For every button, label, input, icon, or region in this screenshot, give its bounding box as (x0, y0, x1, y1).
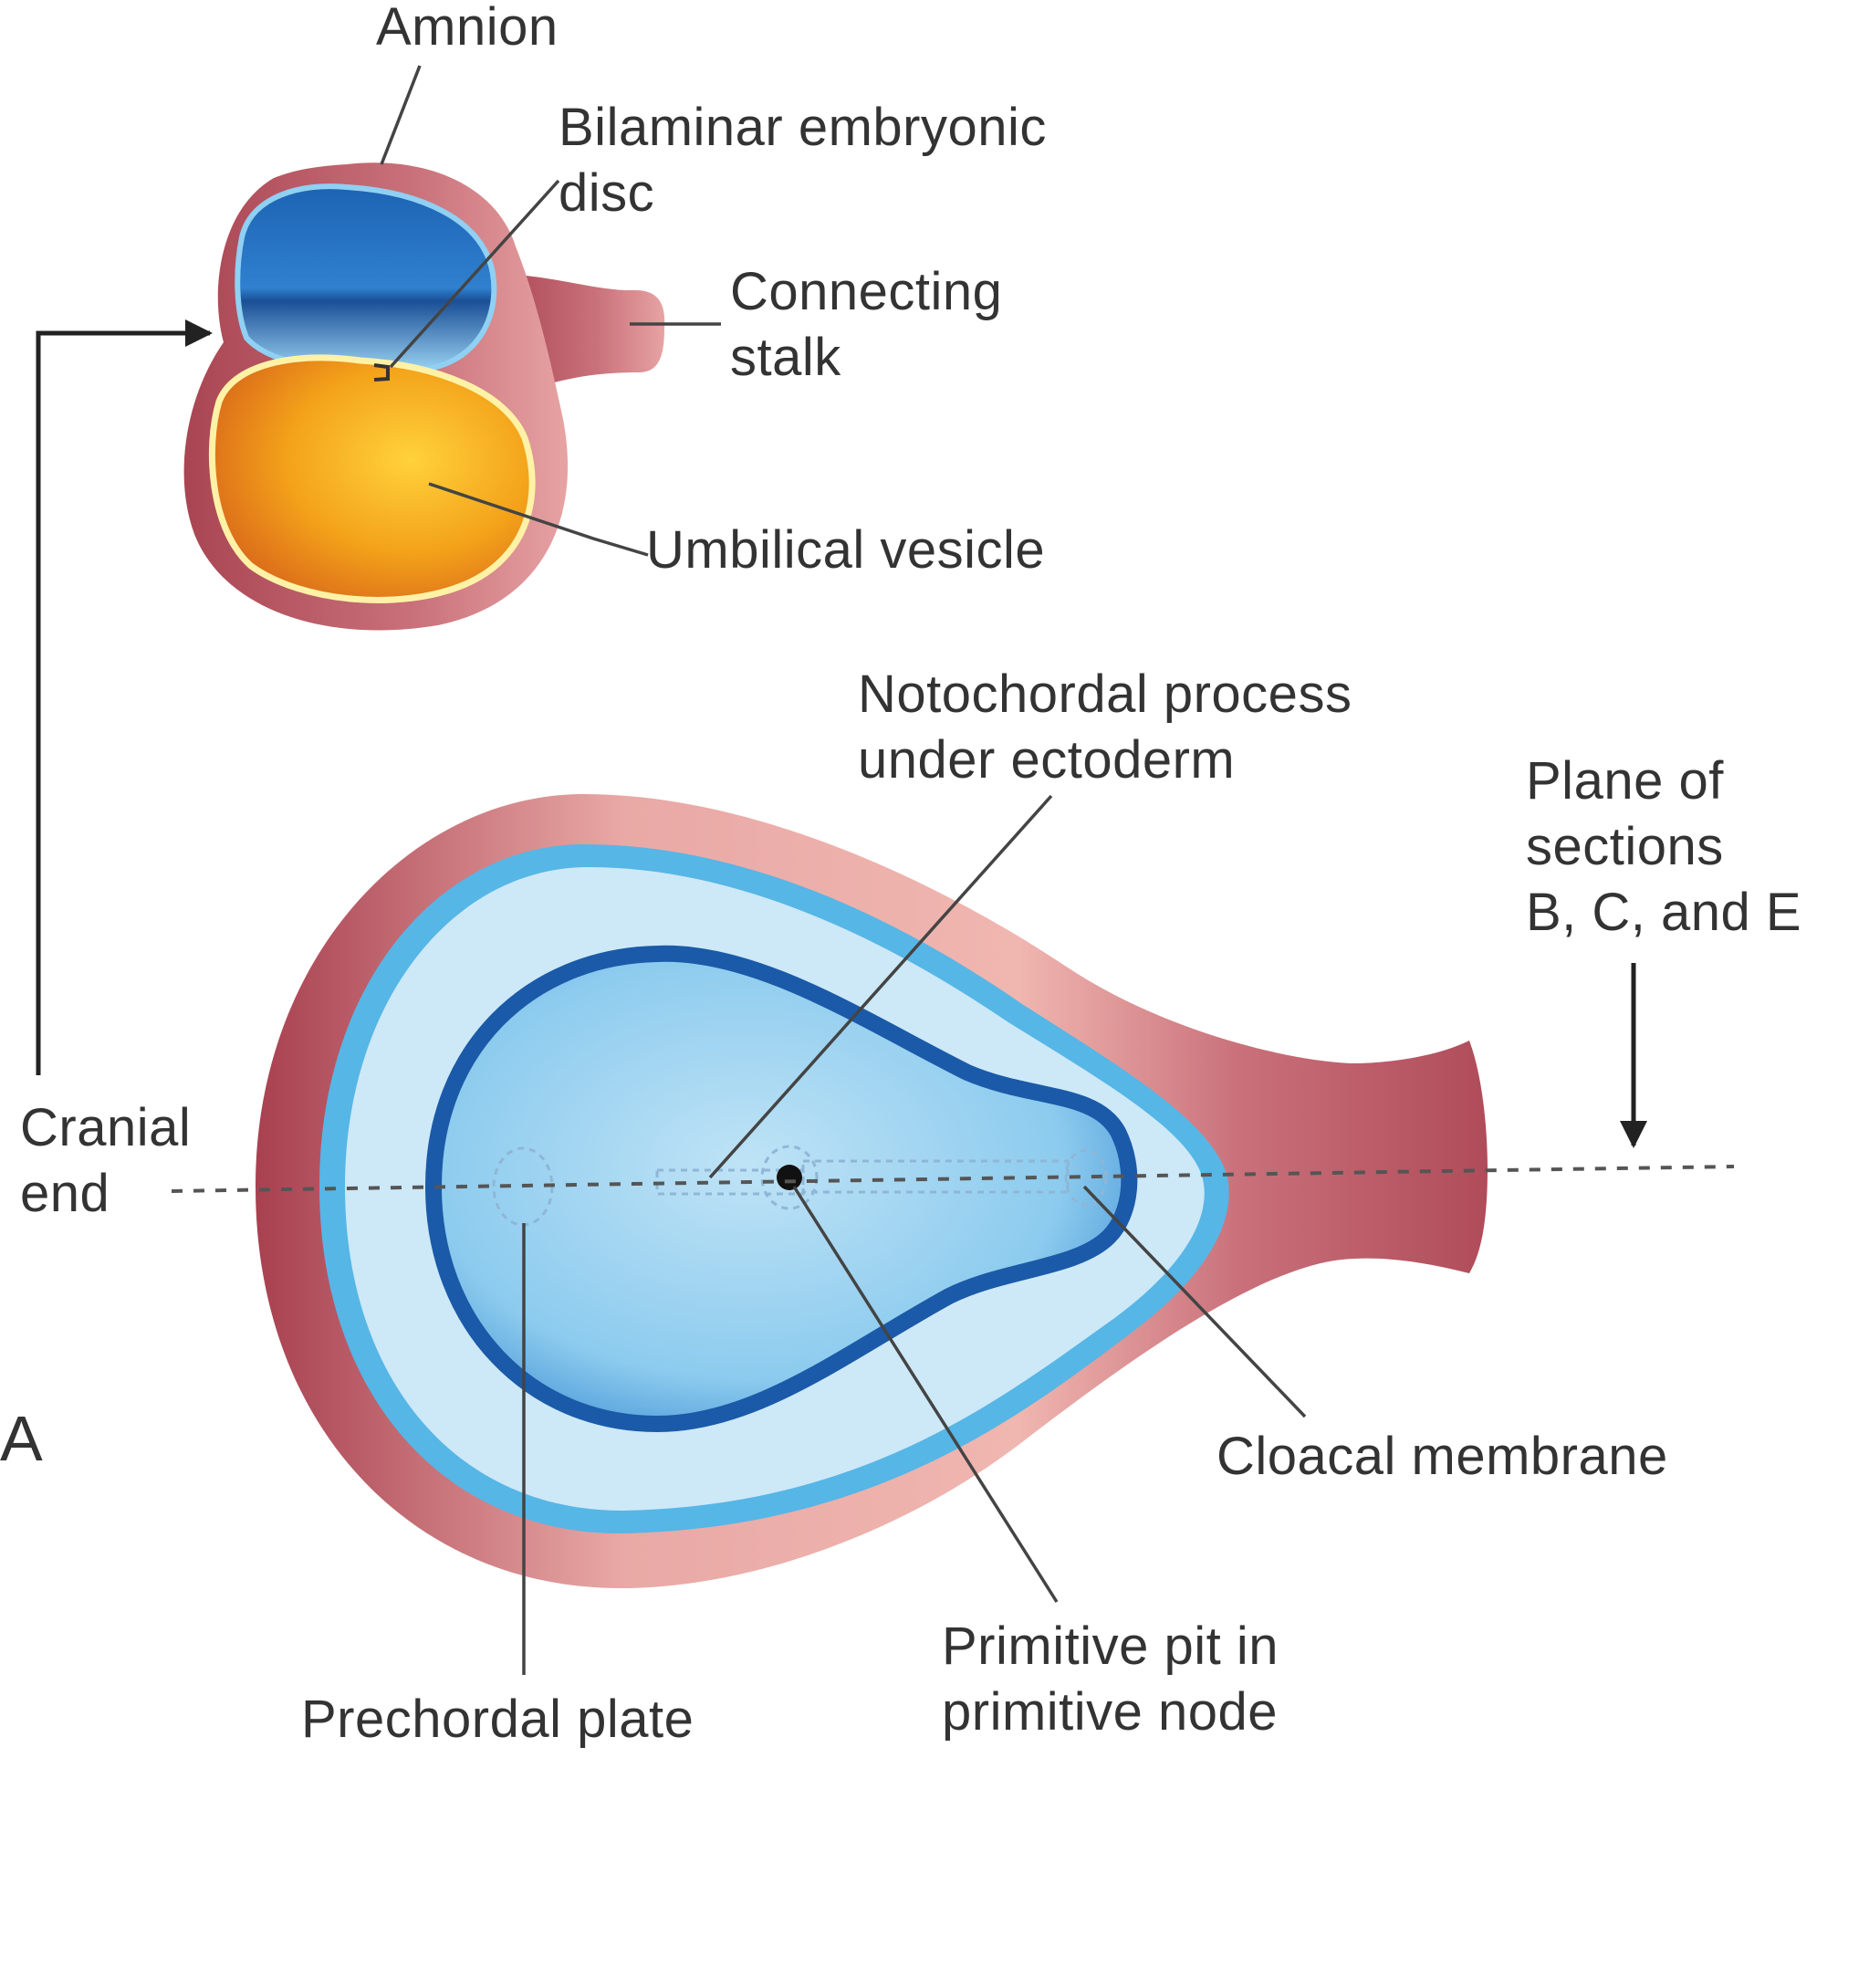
label-plane-line1: Plane of (1526, 751, 1724, 811)
label-cranial-line1: Cranial (20, 1098, 192, 1157)
label-amnion-text: Amnion (376, 0, 559, 57)
label-bilaminar-line1: Bilaminar embryonic (559, 98, 1047, 157)
leader-umbilical (428, 482, 649, 557)
primitive-node-shape (760, 1145, 819, 1210)
label-prechordal-plate: Prechordal plate (301, 1687, 694, 1753)
leader-bilaminar (389, 179, 560, 369)
panel-letter-text: A (0, 1403, 44, 1474)
label-cloacal-membrane: Cloacal membrane (1216, 1424, 1668, 1490)
leader-primitive (792, 1186, 1059, 1603)
label-umbilical-vesicle: Umbilical vesicle (646, 518, 1045, 583)
bilaminar-disc-marker (373, 363, 390, 382)
label-amnion: Amnion (376, 0, 559, 60)
label-plane-of-sections: Plane of sections B, C, and E (1526, 748, 1801, 946)
cranial-end-arrow (36, 319, 213, 1075)
label-bilaminar-disc: Bilaminar embryonic disc (559, 95, 1047, 226)
panel-letter: A (0, 1406, 43, 1471)
label-cranial-end: Cranial end (20, 1095, 191, 1227)
label-umbilical-text: Umbilical vesicle (646, 520, 1046, 580)
leader-notochordal (708, 794, 1053, 1179)
label-primitive-line1: Primitive pit in (942, 1617, 1279, 1676)
primitive-pit-dot (777, 1165, 802, 1190)
large-embryo-figure (256, 794, 1488, 1588)
label-prechordal-text: Prechordal plate (301, 1690, 694, 1749)
primitive-streak-shape (801, 1159, 1070, 1194)
label-notochordal-process: Notochordal process under ectoderm (858, 662, 1352, 793)
label-bilaminar-line2: disc (559, 163, 655, 223)
leader-amnion (380, 65, 422, 165)
cloacal-membrane-shape (1064, 1148, 1108, 1207)
embryonic-disc (424, 945, 1138, 1433)
umbilical-vesicle-shape (208, 354, 536, 603)
label-connecting-line1: Connecting (730, 262, 1003, 321)
label-connecting-stalk: Connecting stalk (730, 259, 1002, 391)
label-primitive-line2: primitive node (942, 1682, 1279, 1742)
small-embryo-figure (183, 162, 665, 631)
label-notochordal-line1: Notochordal process (858, 664, 1352, 724)
label-cloacal-text: Cloacal membrane (1216, 1427, 1668, 1486)
leader-lines (380, 65, 1307, 1675)
label-notochordal-line2: under ectoderm (858, 730, 1236, 790)
label-connecting-line2: stalk (730, 328, 841, 387)
leader-cloacal (1082, 1185, 1307, 1418)
label-plane-line2: sections (1526, 817, 1724, 876)
label-plane-line3: B, C, and E (1526, 883, 1802, 942)
label-primitive-pit: Primitive pit in primitive node (942, 1614, 1279, 1745)
label-cranial-line2: end (20, 1164, 110, 1223)
plane-of-section-line (171, 1165, 1735, 1193)
